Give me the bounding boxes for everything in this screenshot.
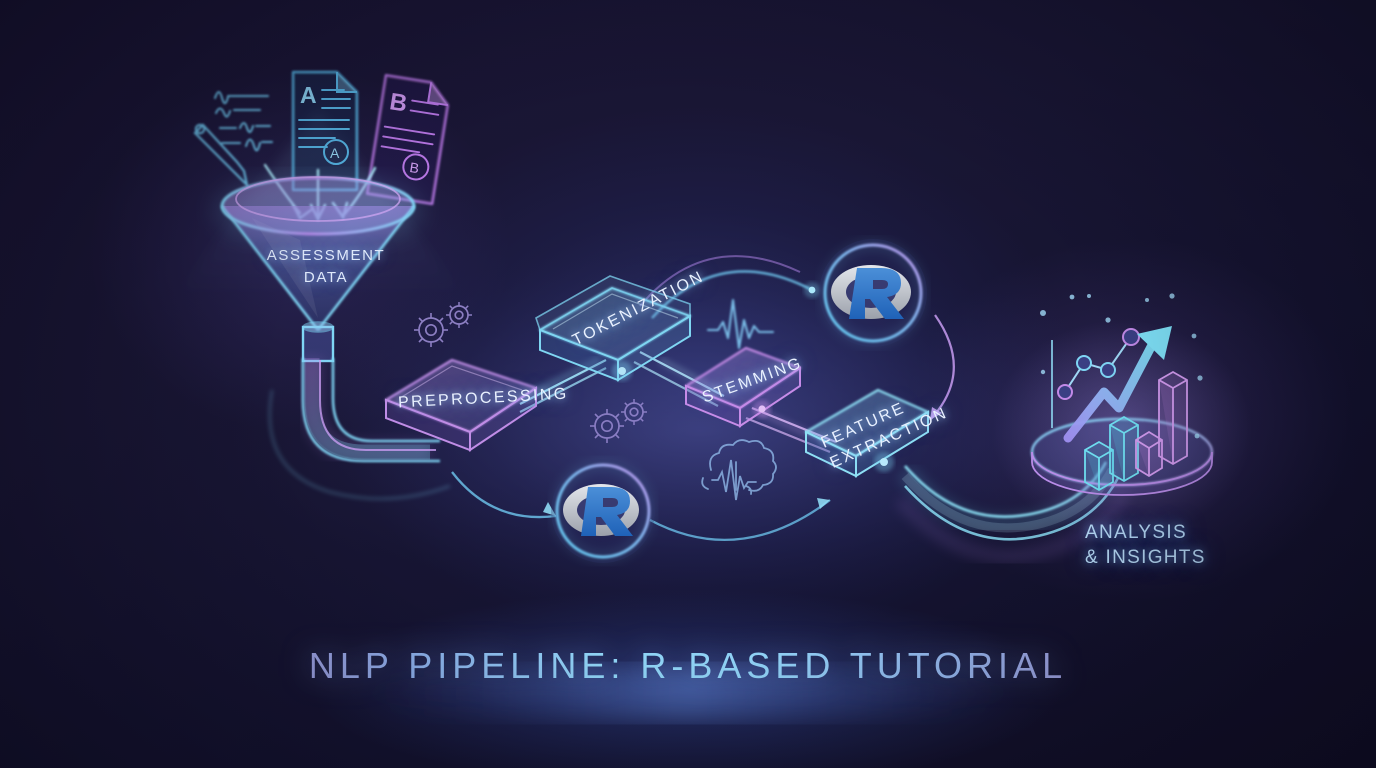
- node-tokenization[interactable]: [535, 275, 692, 382]
- growth-arrow-icon: [1063, 326, 1172, 443]
- document-b-grade-letter: B: [388, 88, 409, 117]
- node-preprocessing[interactable]: [384, 358, 538, 452]
- bar-chart-icon: [1084, 370, 1188, 492]
- r-logo-top[interactable]: [819, 239, 927, 347]
- node-stemming[interactable]: [684, 346, 802, 428]
- sparkle-dots: [1040, 293, 1203, 439]
- r-logo-bottom[interactable]: [551, 459, 655, 563]
- waveform-icon: [706, 298, 775, 350]
- line-chart-icon: [1057, 328, 1140, 400]
- document-a-grade-letter: A: [300, 82, 317, 108]
- svg-text:A: A: [330, 145, 340, 161]
- document-a-icon: A A: [291, 70, 359, 192]
- gears-icon: [590, 399, 647, 443]
- gears-icon: [414, 302, 472, 347]
- document-b-icon: B B: [365, 74, 449, 206]
- brain-waveform-icon: [701, 439, 777, 501]
- page-title: NLP PIPELINE: R-BASED TUTORIAL: [0, 645, 1376, 687]
- svg-text:B: B: [409, 159, 421, 176]
- node-feature-extraction[interactable]: [804, 388, 930, 478]
